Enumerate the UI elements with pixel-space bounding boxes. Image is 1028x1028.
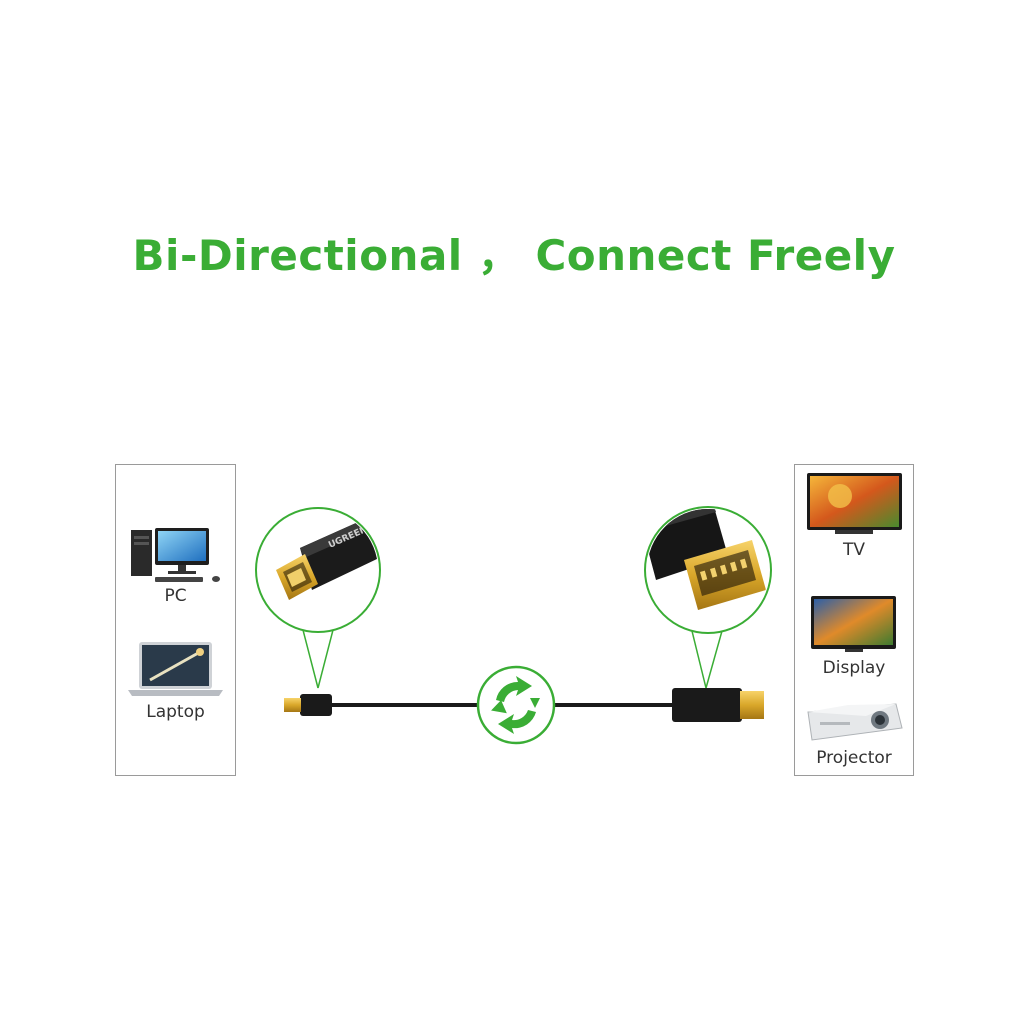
device-label-projector: Projector: [816, 748, 892, 768]
device-label-laptop: Laptop: [146, 702, 205, 722]
monitor-icon: [811, 596, 896, 652]
bidirectional-icon: [476, 665, 556, 745]
headline: Bi-Directional ， Connect Freely: [132, 231, 896, 280]
mini-dp-callout: UGREEN: [255, 507, 381, 689]
cable: [284, 688, 764, 722]
laptop-icon: [128, 642, 223, 696]
displayport-plug: [672, 688, 742, 722]
projector-icon: [807, 703, 903, 741]
device-label-display: Display: [822, 658, 886, 678]
device-label-pc: PC: [164, 586, 187, 606]
device-label-tv: TV: [842, 540, 865, 560]
displayport-callout: [644, 506, 772, 689]
desktop-pc-icon: [131, 528, 220, 582]
tv-icon: [807, 473, 902, 534]
source-devices-panel: [115, 464, 236, 776]
mini-dp-plug: [300, 694, 332, 716]
